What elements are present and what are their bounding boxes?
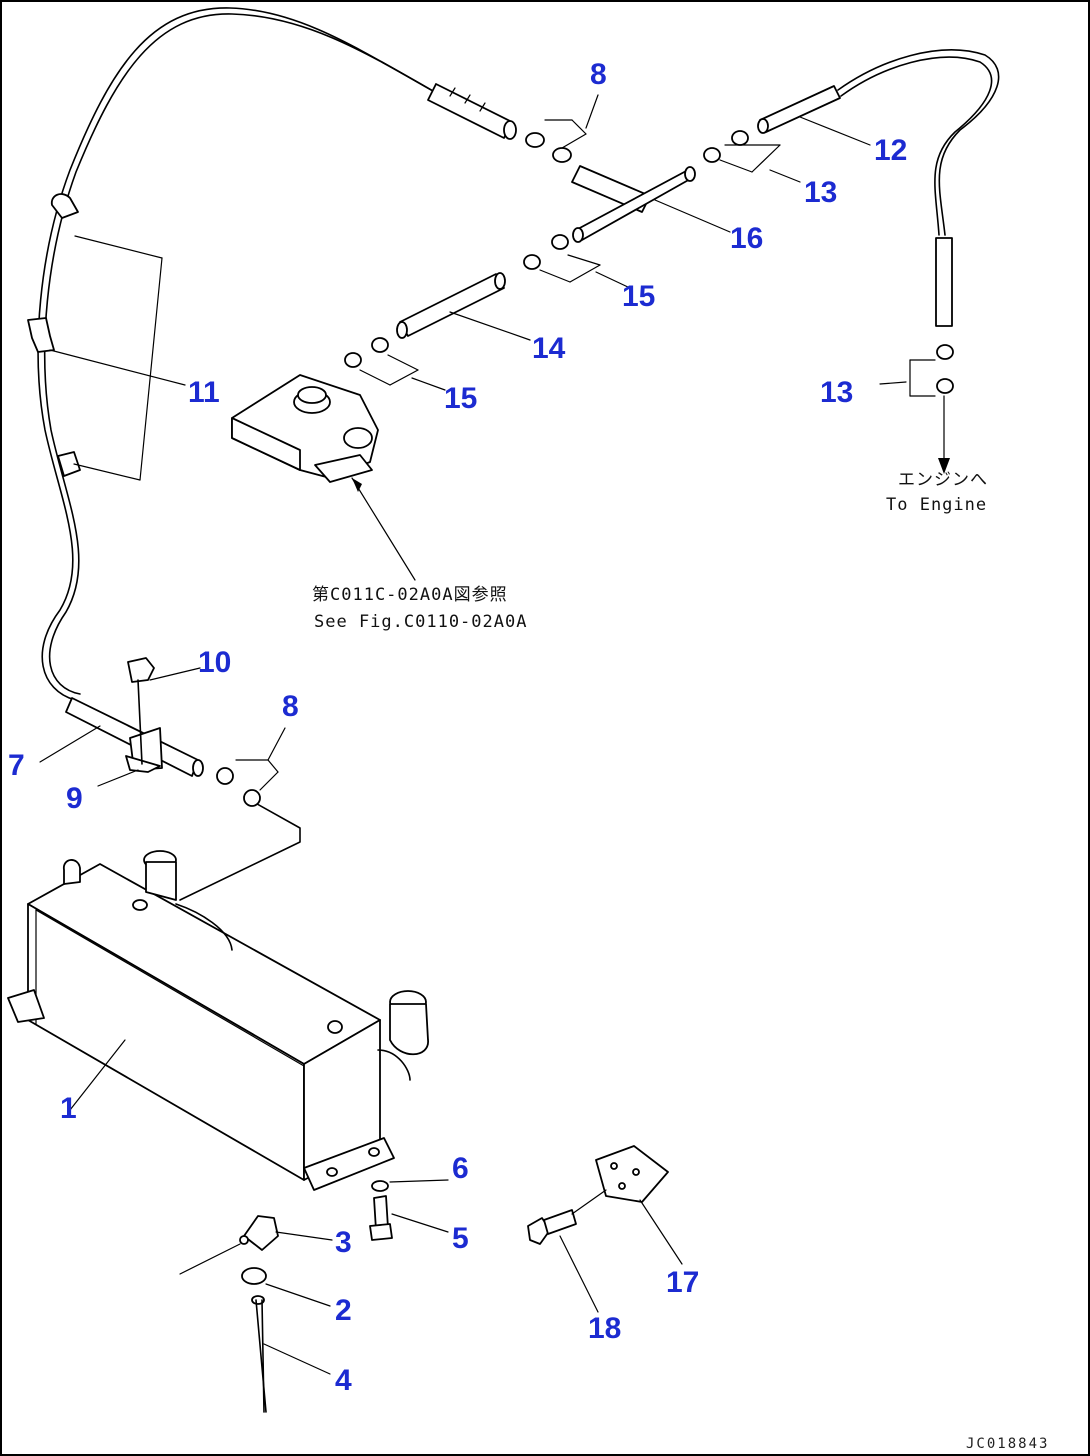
drain-valve-3 bbox=[179, 1215, 333, 1275]
hose-4 bbox=[251, 1295, 331, 1413]
bolt-10 bbox=[127, 657, 201, 765]
hose-7-bracket-9 bbox=[39, 697, 204, 787]
reference-tank-assembly bbox=[231, 374, 416, 581]
callout-14: 14 bbox=[532, 332, 566, 365]
see-figure-note-jp: 第C011C-02A0A図参照 bbox=[312, 585, 508, 605]
hose-loop-left bbox=[37, 7, 441, 701]
drawing-reference-number: JC018843 bbox=[966, 1436, 1049, 1452]
callout-13-right: 13 bbox=[820, 376, 853, 409]
hose-12 bbox=[757, 49, 1000, 327]
clamp-set-13-right bbox=[879, 344, 954, 474]
clamp-set-15-lower bbox=[344, 337, 446, 391]
callout-10: 10 bbox=[198, 646, 231, 679]
clamp-set-15-upper bbox=[523, 234, 631, 289]
callout-8-lower: 8 bbox=[282, 690, 299, 723]
bolt-5-washer-6 bbox=[369, 1179, 449, 1241]
callout-13-top: 13 bbox=[804, 176, 837, 209]
clamp-set-13-top bbox=[703, 130, 801, 183]
callout-18: 18 bbox=[588, 1312, 621, 1345]
hose-clips-11 bbox=[27, 193, 186, 481]
callout-3: 3 bbox=[335, 1226, 352, 1259]
see-figure-note-en: See Fig.C0110-02A0A bbox=[314, 612, 527, 632]
to-engine-note-en: To Engine bbox=[886, 495, 987, 515]
callout-7: 7 bbox=[8, 749, 25, 782]
callout-11: 11 bbox=[188, 376, 220, 409]
bracket-17 bbox=[595, 1145, 683, 1265]
hose-14 bbox=[396, 272, 531, 341]
callout-4: 4 bbox=[335, 1364, 352, 1397]
hose-fitting-top bbox=[427, 83, 517, 140]
callout-9: 9 bbox=[66, 782, 83, 815]
bolt-18 bbox=[527, 1189, 607, 1313]
callout-12: 12 bbox=[874, 134, 907, 167]
cap-2 bbox=[241, 1267, 331, 1307]
hose-lower bbox=[179, 799, 301, 901]
callout-8-top: 8 bbox=[590, 58, 607, 91]
clamp-set-8-top bbox=[525, 94, 599, 163]
callout-1: 1 bbox=[60, 1092, 77, 1125]
tee-joint-16 bbox=[571, 165, 731, 243]
callout-6: 6 bbox=[452, 1152, 469, 1185]
to-engine-note-jp: エンジンへ bbox=[898, 470, 988, 490]
clamp-set-8-lower bbox=[216, 727, 286, 807]
callout-16: 16 bbox=[730, 222, 763, 255]
callout-15-upper: 15 bbox=[622, 280, 655, 313]
callout-5: 5 bbox=[452, 1222, 469, 1255]
callout-15-lower: 15 bbox=[444, 382, 477, 415]
callout-2: 2 bbox=[335, 1294, 352, 1327]
callout-17: 17 bbox=[666, 1266, 699, 1299]
tank-1 bbox=[7, 850, 429, 1191]
